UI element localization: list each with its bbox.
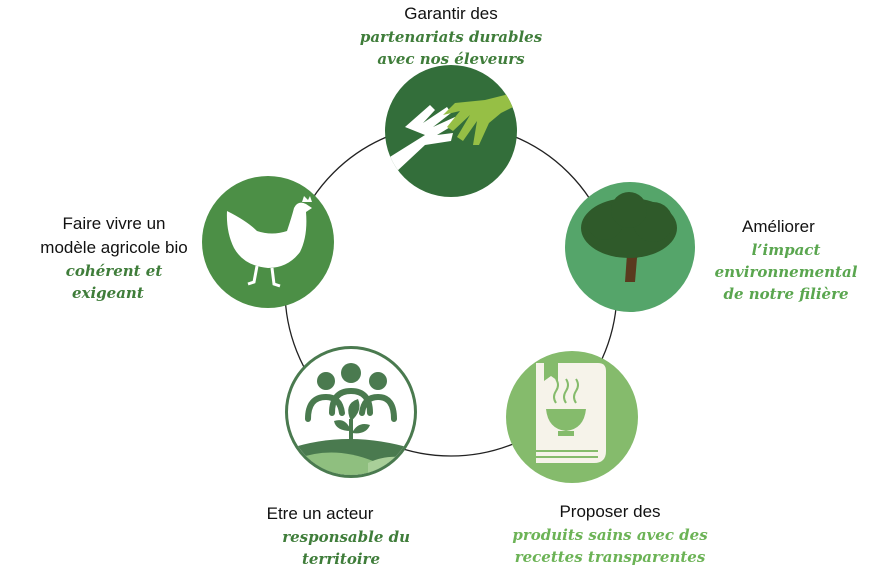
label-lead: Améliorer (742, 217, 815, 236)
label-emphasis: produits sains avec des (512, 526, 708, 544)
tree-icon (565, 182, 695, 312)
chicken-icon (202, 176, 334, 308)
label-emphasis: de notre filière (723, 285, 849, 303)
label-emphasis: cohérent et (65, 262, 163, 280)
recipe-book-icon (506, 351, 638, 483)
label-products: Proposer des produits sains avec des rec… (480, 500, 740, 568)
label-organic-model: Faire vivre un modèle agricole bio cohér… (28, 212, 200, 304)
label-emphasis: environnemental (714, 263, 858, 281)
label-lead: Proposer des (559, 502, 661, 521)
label-emphasis: responsable du (282, 528, 410, 546)
label-emphasis: l’impact (751, 241, 821, 259)
label-emphasis: partenariats durables (359, 28, 543, 46)
label-partnerships: Garantir des partenariats durables avec … (330, 2, 572, 70)
label-lead: Faire vivre un (62, 214, 166, 233)
label-lead: modèle agricole bio (40, 238, 188, 257)
label-impact: Améliorer l’impact environnemental de no… (700, 215, 872, 305)
label-emphasis: territoire (301, 550, 380, 568)
label-emphasis: recettes transparentes (514, 548, 706, 566)
label-lead: Etre un acteur (266, 504, 374, 523)
label-emphasis: avec nos éleveurs (377, 50, 525, 68)
label-emphasis: exigeant (72, 284, 144, 302)
hands-icon (385, 65, 517, 197)
label-lead: Garantir des (404, 4, 498, 23)
community-plant-icon (285, 346, 417, 478)
